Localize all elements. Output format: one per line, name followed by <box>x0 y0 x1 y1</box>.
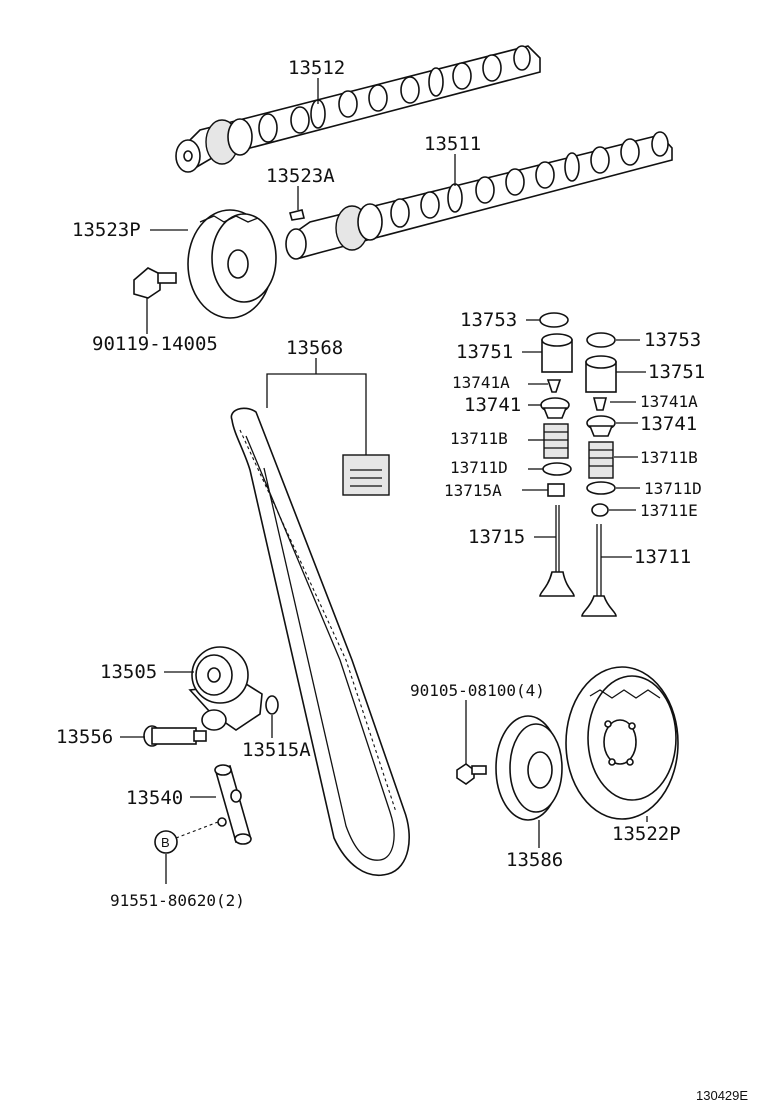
idler-pulley-13505 <box>188 646 263 731</box>
label-camshaft-13512: 13512 <box>288 57 345 79</box>
camshaft-13512 <box>175 45 541 173</box>
label-tensioner-13540: 13540 <box>126 787 183 809</box>
label-drive-pulley-13522P: 13522P <box>612 823 681 845</box>
label-retainer-right: 13741 <box>640 413 697 435</box>
label-circle-b: B <box>161 835 170 850</box>
circle-b-icon <box>154 830 178 854</box>
label-keeper-right: 13741A <box>640 392 698 411</box>
label-seal-left: 13715A <box>444 481 502 500</box>
label-valve-intake: 13711 <box>634 546 691 568</box>
camshaft-13511 <box>285 131 673 260</box>
label-bolt-13556: 13556 <box>56 726 113 748</box>
label-crank-pulley-13586: 13586 <box>506 849 563 871</box>
pulley-13523P <box>187 209 277 319</box>
label-keeper-left: 13741A <box>452 373 510 392</box>
valve-train-left <box>539 312 575 597</box>
label-lifter-left: 13751 <box>456 341 513 363</box>
label-pin-13523A: 13523A <box>266 165 335 187</box>
label-retainer-left: 13741 <box>464 394 521 416</box>
label-bolt-90105: 90105-08100(4) <box>410 681 545 700</box>
label-timing-belt-13568: 13568 <box>286 337 343 359</box>
label-spacer-13515A: 13515A <box>242 739 311 761</box>
reference-code: 130429E <box>696 1088 748 1103</box>
label-pulley-13523P: 13523P <box>72 219 141 241</box>
pin-13523A <box>289 209 305 221</box>
label-lifter-right: 13751 <box>648 361 705 383</box>
label-lifter-shim-right: 13753 <box>644 329 701 351</box>
label-idler-13505: 13505 <box>100 661 157 683</box>
label-seat-left: 13711D <box>450 458 508 477</box>
label-lifter-shim-left: 13753 <box>460 309 517 331</box>
belt-section-icon <box>342 454 390 496</box>
valve-train-right <box>581 332 617 617</box>
bolt-90105-08100 <box>456 763 487 785</box>
crank-pulley-13586 <box>495 715 563 821</box>
label-bolt-90119-14005: 90119-14005 <box>92 333 218 355</box>
bolt-90119-14005 <box>133 267 177 299</box>
label-spring-left: 13711B <box>450 429 508 448</box>
label-seal-right: 13711E <box>640 501 698 520</box>
label-valve-exhaust: 13715 <box>468 526 525 548</box>
spacer-13515A <box>265 695 279 715</box>
label-bolt-91551: 91551-80620(2) <box>110 891 245 910</box>
drive-pulley-13522P <box>565 666 679 820</box>
timing-belt-13568 <box>230 407 410 877</box>
bolt-13556 <box>143 725 207 747</box>
label-spring-right: 13711B <box>640 448 698 467</box>
label-camshaft-13511: 13511 <box>424 133 481 155</box>
label-seat-right: 13711D <box>644 479 702 498</box>
tensioner-13540 <box>214 764 252 845</box>
